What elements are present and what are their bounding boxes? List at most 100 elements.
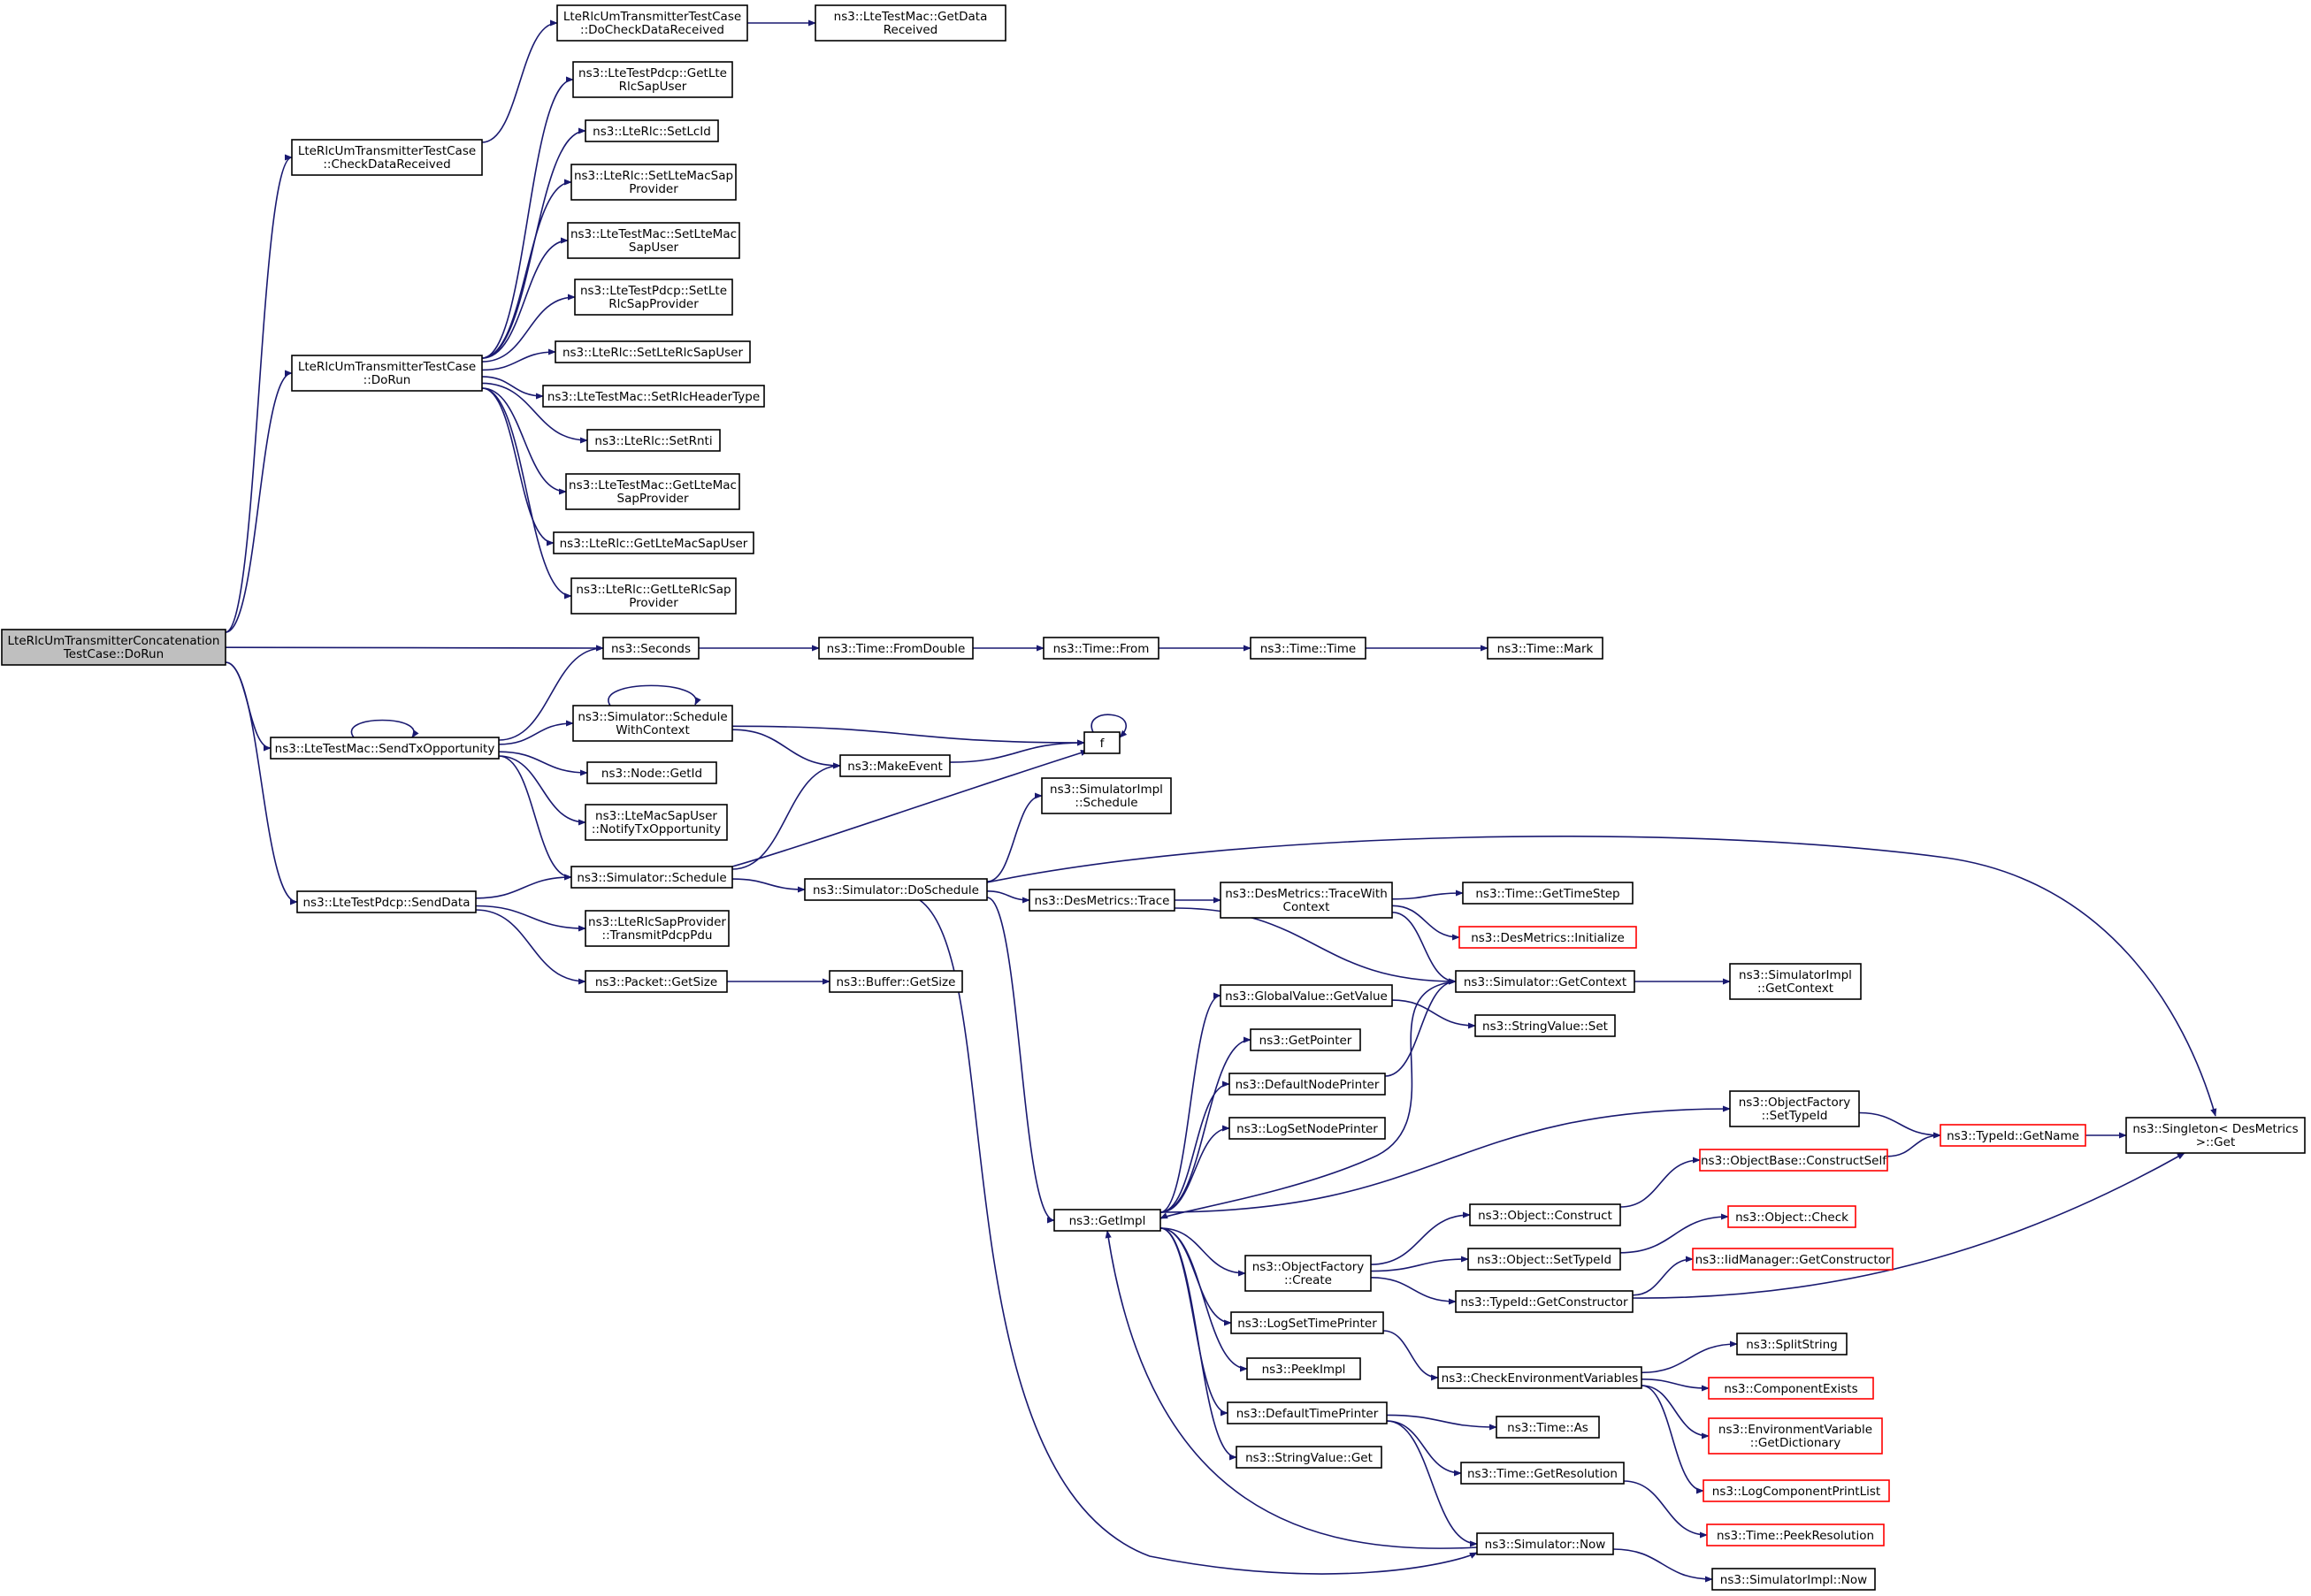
function-node-checkenv[interactable]: ns3::CheckEnvironmentVariables	[1437, 1366, 1642, 1389]
function-node-schedule[interactable]: ns3::Simulator::Schedule	[570, 866, 733, 889]
function-node-peekimpl[interactable]: ns3::PeekImpl	[1246, 1357, 1361, 1380]
function-node-splitstring[interactable]: ns3::SplitString	[1736, 1333, 1848, 1355]
call-edge	[986, 897, 1055, 1224]
function-node-getresolution[interactable]: ns3::Time::GetResolution	[1460, 1462, 1625, 1485]
node-box	[1041, 777, 1172, 814]
function-node-seconds[interactable]: ns3::Seconds	[602, 637, 700, 660]
function-node-desmetrics-trace[interactable]: ns3::DesMetrics::Trace	[1029, 889, 1175, 912]
function-node-iidgetctor[interactable]: ns3::IidManager::GetConstructor	[1692, 1248, 1894, 1271]
node-box	[1455, 1290, 1634, 1313]
function-node-setlterlcsapuser[interactable]: ns3::LteRlc::SetLteRlcSapUser	[555, 340, 751, 363]
function-node-setrlcheadertype[interactable]: ns3::LteTestMac::SetRlcHeaderType	[542, 385, 765, 408]
function-node-deftimeprinter[interactable]: ns3::DefaultTimePrinter	[1227, 1401, 1388, 1424]
function-node-f[interactable]: f	[1083, 731, 1121, 754]
function-node-objconstruct[interactable]: ns3::Object::Construct	[1469, 1203, 1621, 1226]
node-label-line: ns3::Time::As	[1507, 1421, 1588, 1435]
function-node-objcheck[interactable]: ns3::Object::Check	[1727, 1205, 1856, 1228]
node-label-line: ns3::PeekImpl	[1262, 1363, 1346, 1377]
function-node-setlcid[interactable]: ns3::LteRlc::SetLcId	[585, 119, 719, 142]
node-box	[1474, 1014, 1616, 1037]
node-label-line: f	[1100, 737, 1106, 751]
function-node-ofcreate[interactable]: ns3::ObjectFactory::Create	[1244, 1255, 1372, 1292]
function-node-stringget[interactable]: ns3::StringValue::Get	[1236, 1446, 1382, 1469]
node-box	[1729, 1090, 1860, 1127]
function-node-implnow[interactable]: ns3::SimulatorImpl::Now	[1711, 1568, 1876, 1591]
node-label-line: ns3::ObjectBase::ConstructSelf	[1701, 1154, 1887, 1168]
function-node-from[interactable]: ns3::Time::From	[1043, 637, 1159, 660]
function-node-desinit[interactable]: ns3::DesMetrics::Initialize	[1458, 926, 1637, 949]
function-node-envgetdict[interactable]: ns3::EnvironmentVariable::GetDictionary	[1708, 1417, 1883, 1455]
function-node-constructself[interactable]: ns3::ObjectBase::ConstructSelf	[1699, 1149, 1888, 1172]
function-node-dorun[interactable]: LteRlcUmTransmitterTestCase::DoRun	[291, 355, 483, 392]
function-node-doschedule[interactable]: ns3::Simulator::DoSchedule	[804, 878, 988, 901]
node-box	[1455, 970, 1635, 993]
function-node-docheck[interactable]: LteRlcUmTransmitterTestCase::DoCheckData…	[556, 4, 748, 42]
call-edge	[481, 294, 576, 363]
function-node-getltemacsapuser[interactable]: ns3::LteRlc::GetLteMacSapUser	[553, 531, 754, 554]
function-node-transmitpdcp[interactable]: ns3::LteRlcSapProvider::TransmitPdcpPdu	[585, 910, 730, 947]
function-node-logsetnodeprinter[interactable]: ns3::LogSetNodePrinter	[1228, 1117, 1386, 1140]
node-box	[1699, 1149, 1888, 1172]
function-node-compexists[interactable]: ns3::ComponentExists	[1708, 1377, 1874, 1400]
node-label-line: ns3::Simulator::Schedule	[578, 710, 727, 724]
call-edge	[1619, 1157, 1701, 1208]
node-label-line: ns3::Buffer::GetSize	[837, 975, 956, 989]
function-node-checkdata[interactable]: LteRlcUmTransmitterTestCase::CheckDataRe…	[291, 139, 483, 176]
node-label-line: ns3::LteTestMac::GetData	[834, 10, 988, 24]
call-edge	[475, 905, 586, 932]
function-node-typeidgetctor[interactable]: ns3::TypeId::GetConstructor	[1455, 1290, 1634, 1313]
function-node-packetgetsize[interactable]: ns3::Packet::GetSize	[585, 970, 728, 993]
node-box	[1727, 1205, 1856, 1228]
function-node-senddata[interactable]: ns3::LteTestPdcp::SendData	[296, 890, 477, 913]
function-node-singletonget[interactable]: ns3::Singleton< DesMetrics>::Get	[2125, 1117, 2306, 1154]
function-node-buffergetsize[interactable]: ns3::Buffer::GetSize	[829, 970, 963, 993]
call-edge	[1641, 1378, 1710, 1392]
function-node-nodegetid[interactable]: ns3::Node::GetId	[586, 761, 717, 784]
function-node-root[interactable]: LteRlcUmTransmitterConcatenationTestCase…	[1, 629, 226, 666]
call-edge	[1391, 912, 1457, 985]
function-node-setrnti[interactable]: ns3::LteRlc::SetRnti	[586, 429, 721, 452]
function-node-fromdouble[interactable]: ns3::Time::FromDouble	[818, 637, 974, 660]
function-node-makeevent[interactable]: ns3::MakeEvent	[839, 754, 951, 777]
function-node-defnodeprinter[interactable]: ns3::DefaultNodePrinter	[1228, 1073, 1386, 1096]
function-node-objsettypeid[interactable]: ns3::Object::SetTypeId	[1467, 1248, 1621, 1271]
function-node-logcompprint[interactable]: ns3::LogComponentPrintList	[1703, 1479, 1890, 1502]
function-node-mark[interactable]: ns3::Time::Mark	[1487, 637, 1603, 660]
node-label-line: ns3::Object::Construct	[1478, 1209, 1612, 1223]
function-node-implgetcontext[interactable]: ns3::SimulatorImpl::GetContext	[1729, 963, 1862, 1000]
function-node-simgetcontext[interactable]: ns3::Simulator::GetContext	[1455, 970, 1635, 993]
function-node-implschedule[interactable]: ns3::SimulatorImpl::Schedule	[1041, 777, 1172, 814]
function-node-peekresolution[interactable]: ns3::Time::PeekResolution	[1706, 1523, 1885, 1546]
function-node-stringset[interactable]: ns3::StringValue::Set	[1474, 1014, 1616, 1037]
function-node-getimpl[interactable]: ns3::GetImpl	[1053, 1209, 1161, 1232]
node-label-line: >::Get	[2196, 1135, 2235, 1149]
node-box	[1460, 1462, 1625, 1485]
function-node-gettimestep[interactable]: ns3::Time::GetTimeStep	[1462, 882, 1634, 905]
function-node-notifytx[interactable]: ns3::LteMacSapUser::NotifyTxOpportunity	[585, 804, 728, 841]
function-node-ofsettypeid[interactable]: ns3::ObjectFactory::SetTypeId	[1729, 1090, 1860, 1127]
node-box	[1250, 1028, 1361, 1051]
call-edge	[1382, 1330, 1439, 1381]
node-box	[1496, 1416, 1600, 1439]
function-node-timeas[interactable]: ns3::Time::As	[1496, 1416, 1600, 1439]
function-node-simnow[interactable]: ns3::Simulator::Now	[1476, 1532, 1614, 1555]
call-edge	[1641, 1340, 1738, 1374]
function-node-logsettimeprinter[interactable]: ns3::LogSetTimePrinter	[1230, 1311, 1384, 1334]
function-node-typeidgetname[interactable]: ns3::TypeId::GetName	[1940, 1124, 2086, 1147]
function-node-sendtx[interactable]: ns3::LteTestMac::SendTxOpportunity	[270, 737, 500, 760]
call-edge	[1623, 1480, 1708, 1539]
call-edge	[1391, 999, 1476, 1029]
node-box	[291, 139, 483, 176]
function-node-getpointer[interactable]: ns3::GetPointer	[1250, 1028, 1361, 1051]
function-node-globalgetvalue[interactable]: ns3::GlobalValue::GetValue	[1220, 984, 1393, 1007]
function-node-time[interactable]: ns3::Time::Time	[1250, 637, 1366, 660]
